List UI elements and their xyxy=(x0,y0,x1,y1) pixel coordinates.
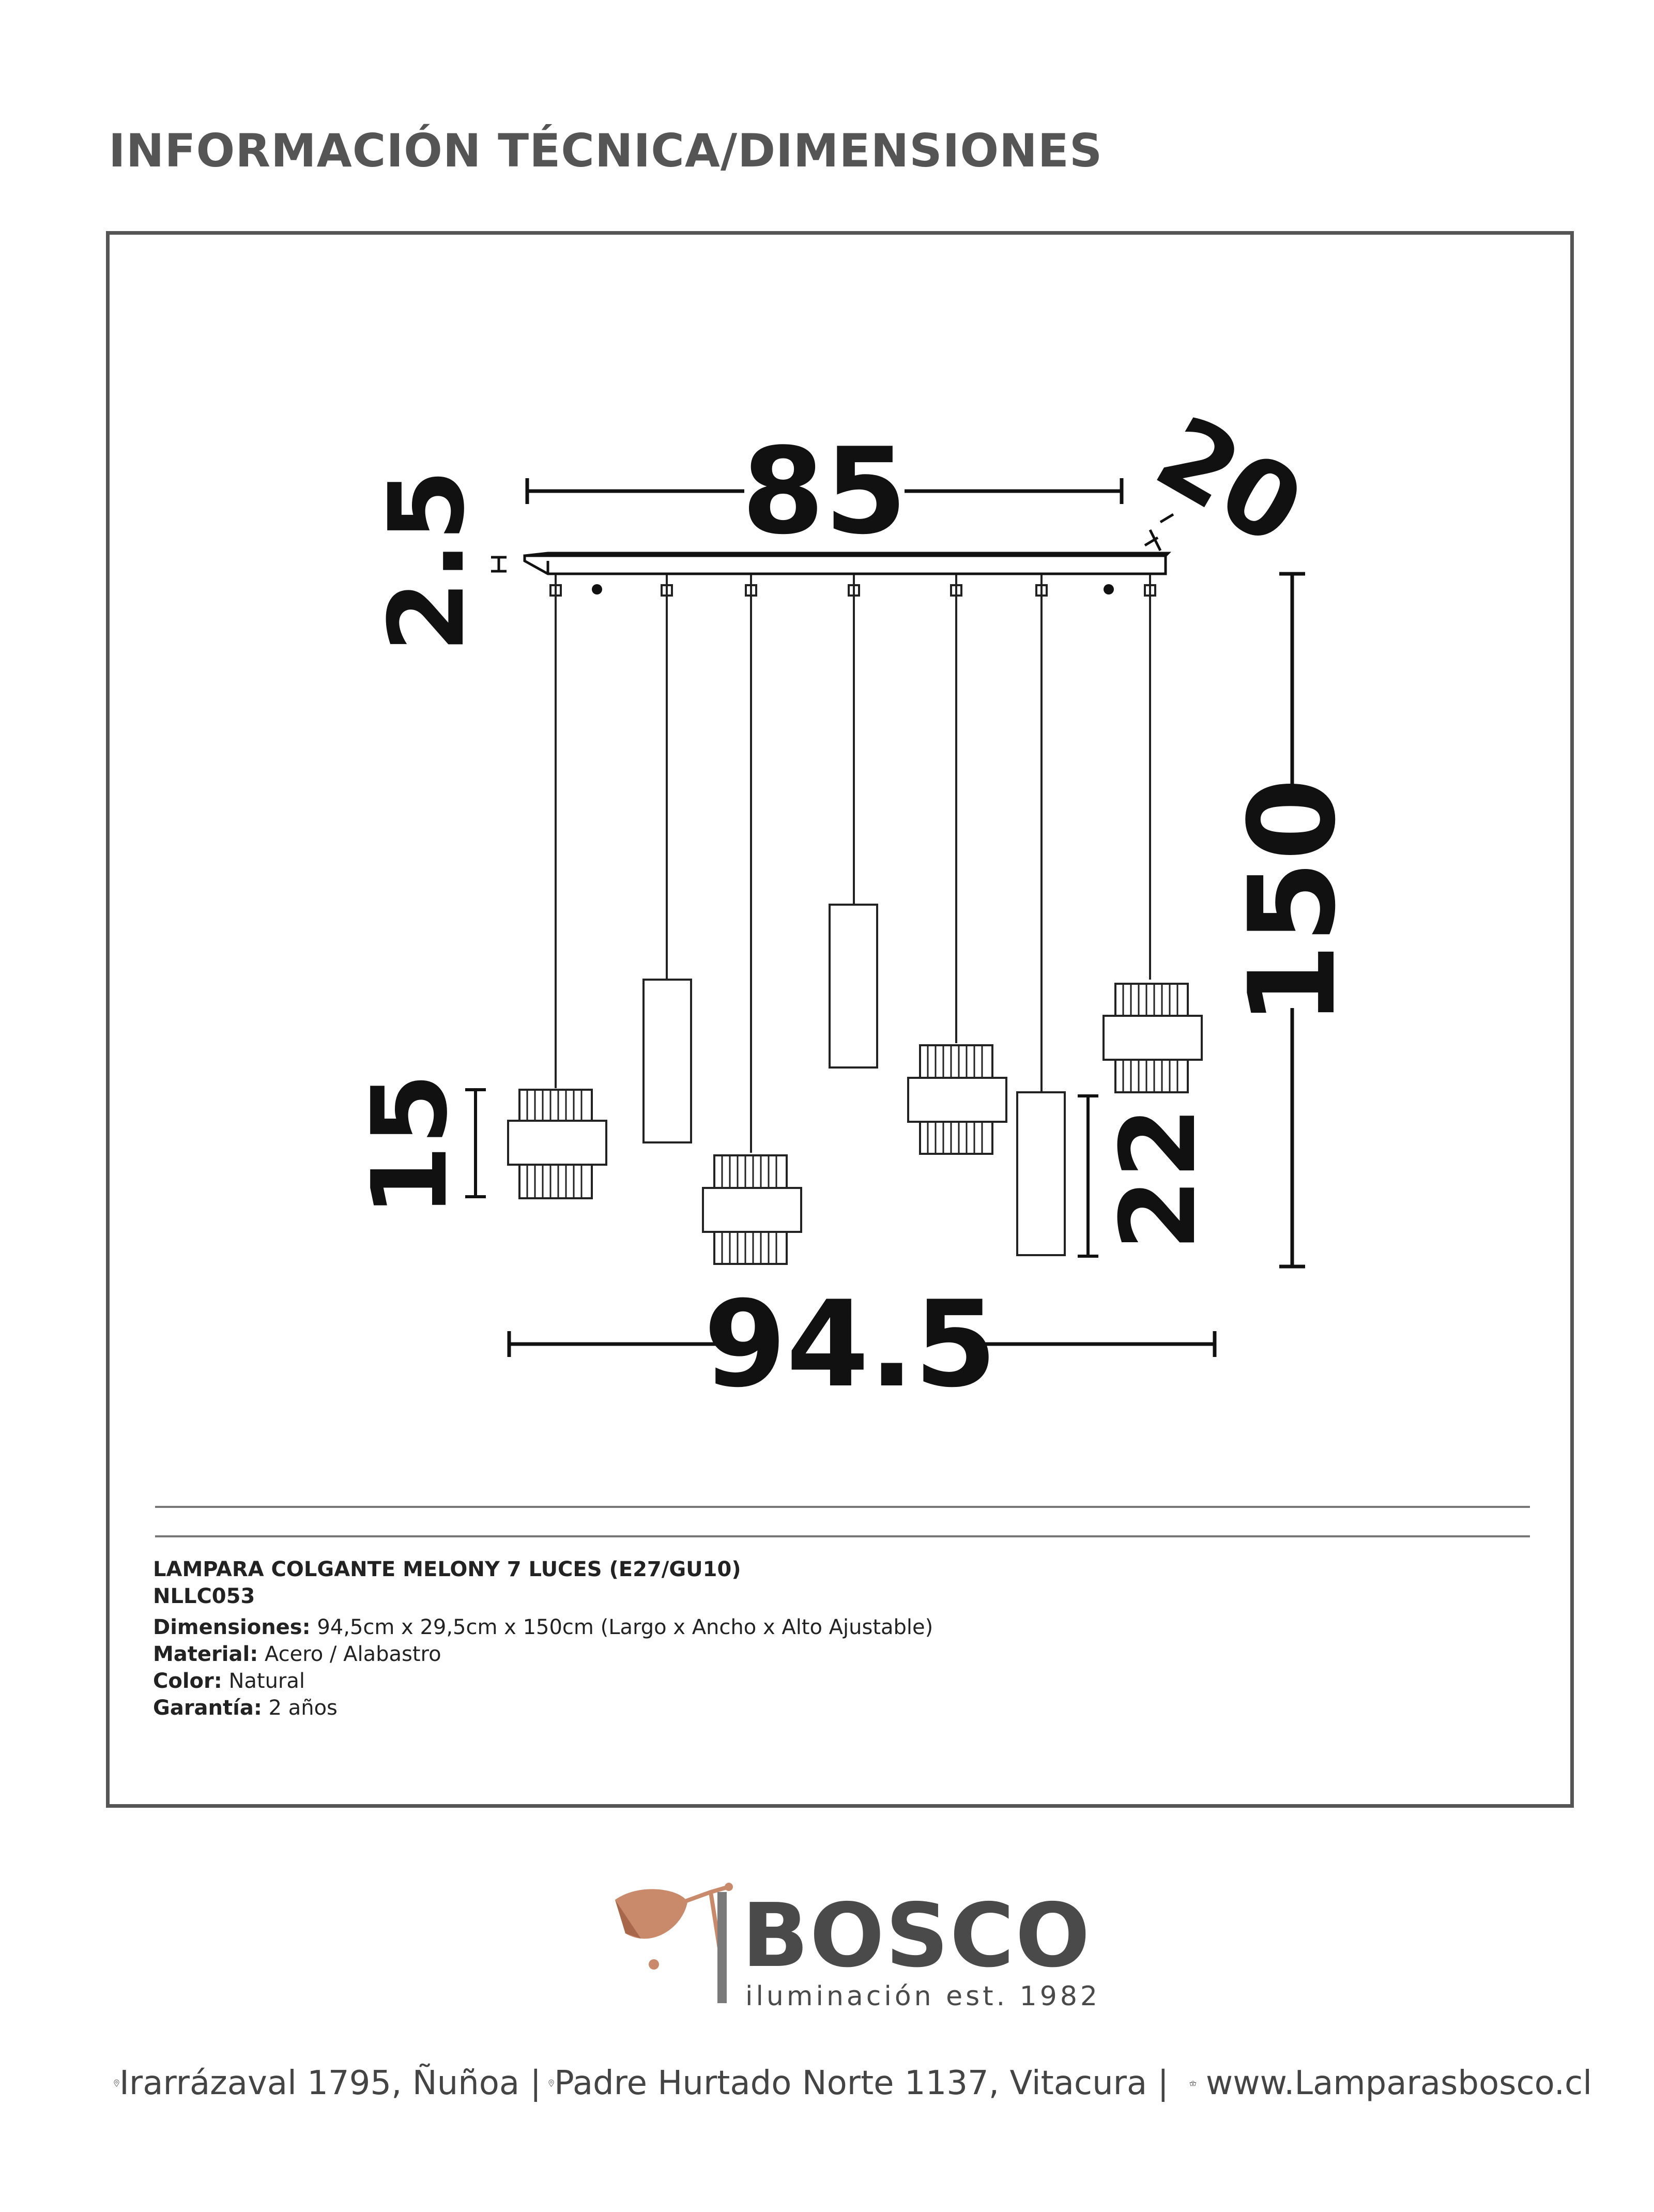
pendant-tube-1 xyxy=(642,979,692,1143)
address-nunoa: Irarrázaval 1795, Ñuñoa | xyxy=(119,2064,542,2102)
dim-label-top-width: 85 xyxy=(742,423,907,561)
spec-value: Natural xyxy=(222,1669,305,1693)
location-pin-icon xyxy=(114,2079,119,2087)
dim-label-total-height: 150 xyxy=(1224,778,1362,1026)
spec-value: 94,5cm x 29,5cm x 150cm (Largo x Ancho x… xyxy=(310,1615,933,1639)
spec-label: Dimensiones: xyxy=(153,1615,311,1639)
technical-drawing: 85 20 2.5 150 15 22 94.5 xyxy=(155,393,1530,1537)
pendant-tube-3 xyxy=(1016,1091,1066,1256)
spec-row-material: Material: Acero / Alabastro xyxy=(153,1641,1497,1668)
spec-label: Garantía: xyxy=(153,1696,262,1720)
product-name: LAMPARA COLGANTE MELONY 7 LUCES (E27/GU1… xyxy=(153,1558,741,1581)
website-link[interactable]: www.Lamparasbosco.cl xyxy=(1205,2064,1592,2102)
spec-value: 2 años xyxy=(262,1696,338,1720)
brand-name: BOSCO xyxy=(742,1885,1091,1987)
product-specs: LAMPARA COLGANTE MELONY 7 LUCES (E27/GU1… xyxy=(153,1556,1497,1721)
brand-logo: BOSCO iluminación est. 1982 xyxy=(605,1871,1097,2016)
canopy-bar xyxy=(523,552,1172,575)
dim-label-tube-height: 22 xyxy=(1098,1107,1219,1250)
spec-row-color: Color: Natural xyxy=(153,1668,1497,1695)
product-code: NLLC053 xyxy=(153,1584,255,1608)
technical-drawing-frame xyxy=(106,231,1574,1808)
dim-label-depth: 20 xyxy=(1137,393,1322,569)
spec-label: Color: xyxy=(153,1669,222,1693)
spec-row-dimensions: Dimensiones: 94,5cm x 29,5cm x 150cm (La… xyxy=(153,1614,1497,1641)
brand-tagline: iluminación est. 1982 xyxy=(745,1981,1100,2012)
lamp-logo-icon xyxy=(615,1883,733,2003)
pendant-shade-4 xyxy=(1102,983,1203,1093)
spec-row-warranty: Garantía: 2 años xyxy=(153,1695,1497,1721)
shopping-basket-icon xyxy=(1189,2081,1197,2086)
dim-label-total-width: 94.5 xyxy=(703,1276,997,1414)
pendant-shade-3 xyxy=(907,1044,1007,1155)
dim-label-canopy-height: 2.5 xyxy=(367,469,487,652)
pendant-shade-1 xyxy=(507,1089,607,1199)
page-title: INFORMACIÓN TÉCNICA/DIMENSIONES xyxy=(109,124,1103,177)
spec-value: Acero / Alabastro xyxy=(258,1642,441,1666)
location-pin-icon xyxy=(548,2079,554,2087)
pendant-tube-2 xyxy=(829,904,878,1069)
spec-label: Material: xyxy=(153,1642,258,1666)
address-vitacura: Padre Hurtado Norte 1137, Vitacura | xyxy=(554,2064,1169,2102)
footer-contact: Irarrázaval 1795, Ñuñoa | Padre Hurtado … xyxy=(114,2060,1592,2107)
dim-label-shade-height: 15 xyxy=(350,1073,470,1217)
pendant-shade-2 xyxy=(702,1154,802,1265)
